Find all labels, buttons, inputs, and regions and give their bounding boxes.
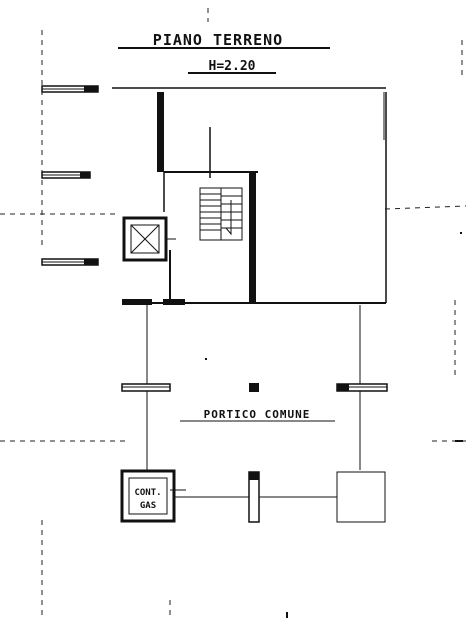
lower-right-box [336, 471, 386, 523]
portico-label: PORTICO COMUNE [204, 408, 311, 421]
gas-meter-box: CONT. GAS [120, 469, 176, 523]
lower-center-pillar [248, 471, 260, 523]
gas-meter-label-top: CONT. [134, 488, 161, 498]
stair-right-wall [249, 172, 256, 302]
bottom-wall-stub-mid [163, 299, 185, 305]
gas-meter-label-bottom: GAS [140, 501, 156, 511]
title-block: PIANO TERRENO H=2.20 [118, 31, 330, 74]
portico-pillar-center [249, 383, 259, 392]
left-windows [41, 85, 99, 266]
stair-treads [200, 193, 242, 231]
building-walls [112, 87, 387, 305]
staircase [199, 187, 243, 241]
portico-structure [121, 305, 388, 470]
elevator-shaft [122, 216, 176, 262]
window-mid-left [41, 171, 91, 179]
right-boundary-line [384, 205, 466, 210]
height-label: H=2.20 [209, 59, 256, 74]
window-top-left [41, 85, 99, 93]
window-low-left [41, 258, 99, 266]
bottom-wall-stub-left [122, 299, 152, 305]
boundary-lines [0, 8, 466, 618]
central-partition-wall [157, 92, 164, 172]
small-marks [205, 232, 463, 618]
plan-title: PIANO TERRENO [153, 31, 283, 49]
stair-direction-arrow [225, 200, 232, 236]
